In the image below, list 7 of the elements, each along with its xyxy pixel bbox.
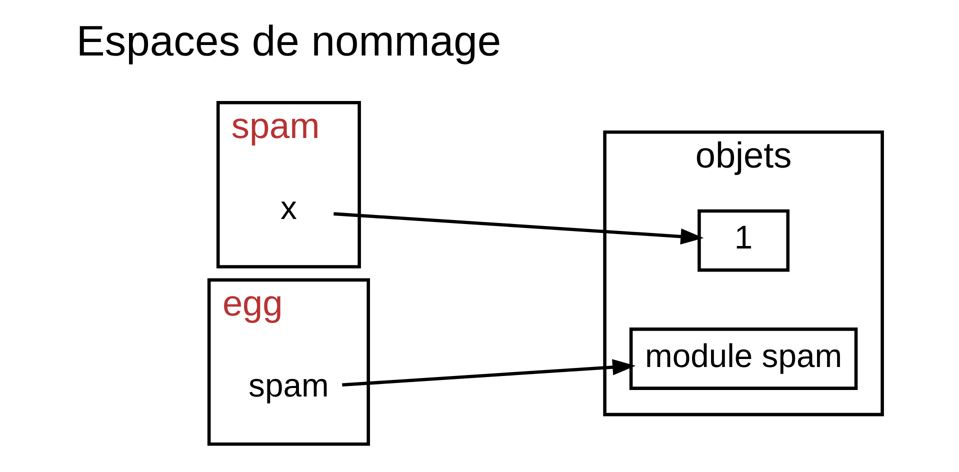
arrow	[342, 359, 636, 387]
node-text: spam	[248, 366, 328, 404]
node-box: module spam	[628, 328, 858, 390]
node-text: x	[280, 189, 296, 226]
arrow	[333, 212, 704, 245]
label: Espaces de nommage	[76, 17, 501, 66]
node-box: 1	[697, 209, 790, 272]
